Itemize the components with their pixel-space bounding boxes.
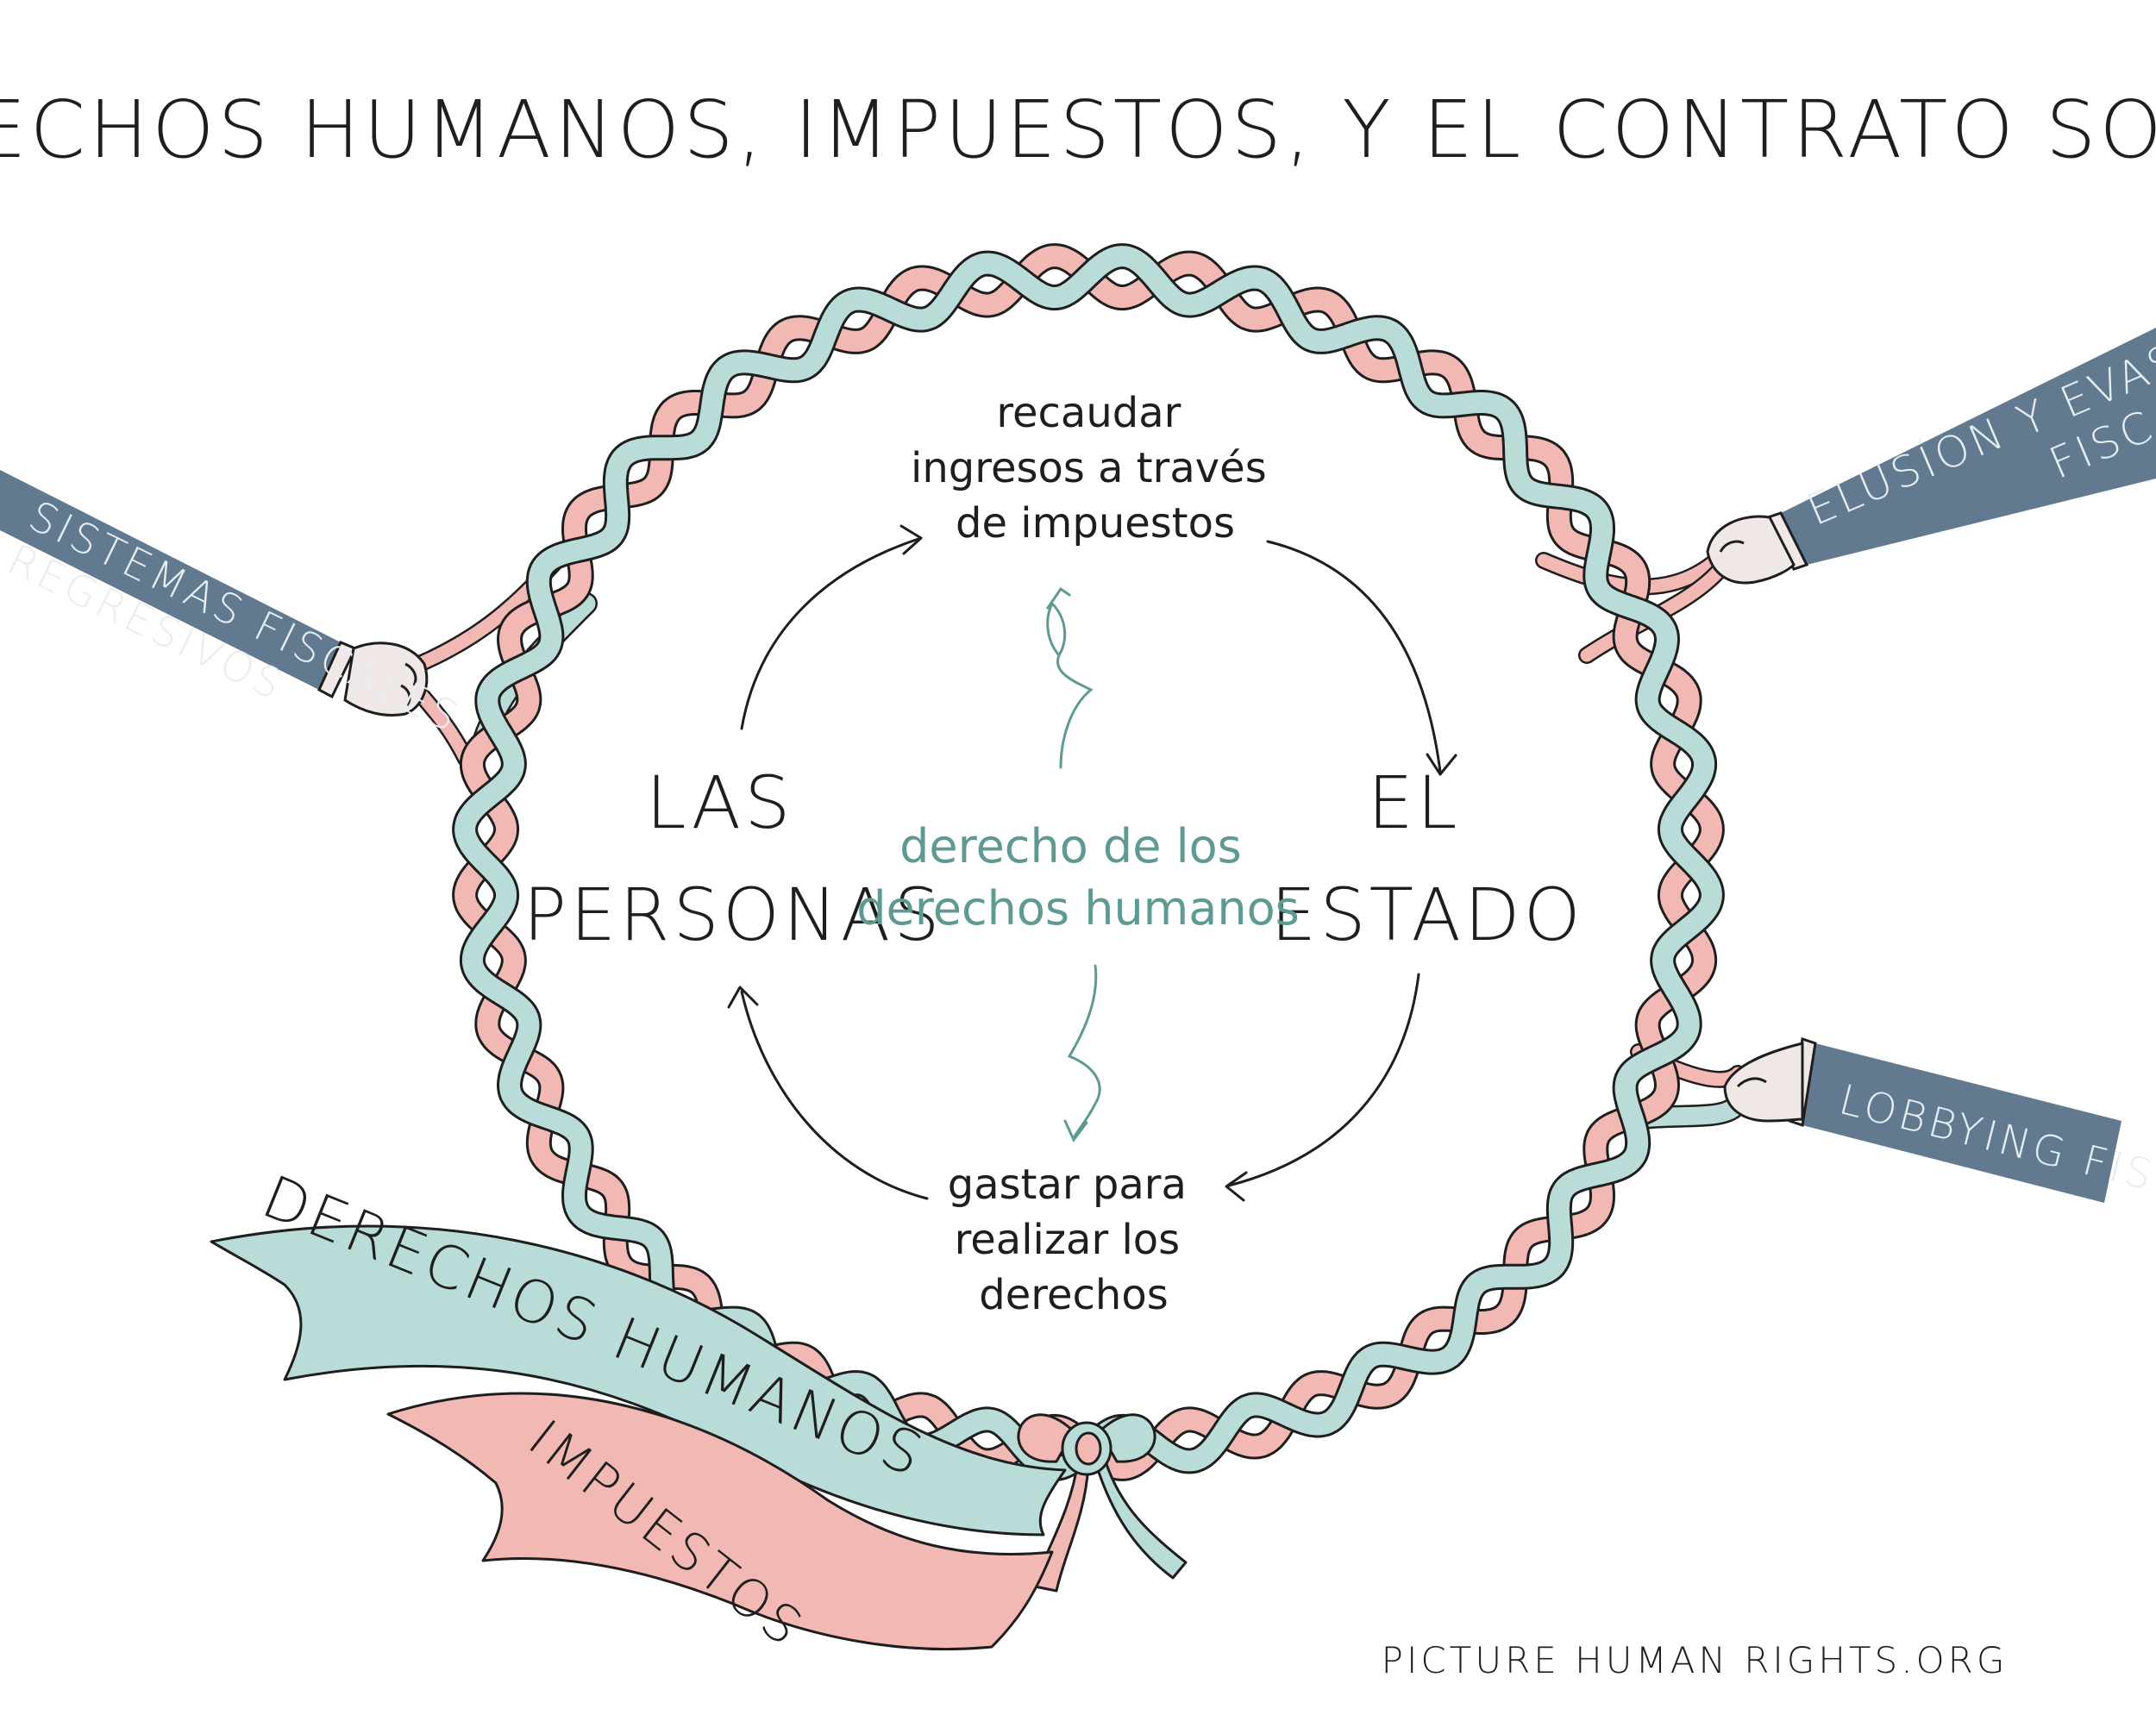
arrow-people-to-revenue: [740, 537, 920, 730]
braid-strand-teal: [454, 246, 1722, 1479]
bottom-right-hand: [1723, 1042, 1804, 1123]
left-hand: [343, 642, 429, 717]
top-right-arm: [1706, 328, 2156, 585]
page-title: DERECHOS HUMANOS, IMPUESTOS, Y EL CONTRA…: [0, 84, 2156, 176]
people-label: LAS PERSONAS: [523, 760, 943, 957]
revenue-label: recaudar ingresos a través de impuestos: [911, 389, 1280, 548]
human-rights-right-label: derecho de los derechos humanos: [856, 819, 1300, 936]
arrow-spending-to-people: [740, 990, 929, 1200]
ribbon-derechos-humanos: [210, 1224, 1067, 1537]
arrowhead-revenue-to-state: [1426, 753, 1457, 776]
state-label: EL ESTADO: [1270, 760, 1583, 957]
credit-text: PICTURE HUMAN RIGHTS.ORG: [1382, 1639, 2009, 1681]
center-squiggles: [1046, 586, 1101, 1142]
arrowhead-spending-to-people: [727, 986, 759, 1009]
cycle-arrows: [727, 524, 1457, 1202]
ribbon-impuestos: [386, 1392, 1054, 1651]
sleeve-label-left: SISTEMAS FISCALES REGRESIVOS: [0, 491, 483, 793]
spending-label: gastar para realizar los derechos: [948, 1161, 1200, 1319]
arrow-revenue-to-state: [1266, 540, 1442, 773]
arrowhead-people-to-revenue: [899, 524, 923, 555]
left-arm: [0, 470, 429, 717]
arrow-state-to-spending: [1227, 973, 1420, 1187]
arrowhead-state-to-spending: [1225, 1171, 1248, 1202]
braided-ring: [452, 243, 1725, 1481]
top-right-hand: [1706, 515, 1796, 585]
bottom-right-arm: [1723, 1037, 2122, 1203]
